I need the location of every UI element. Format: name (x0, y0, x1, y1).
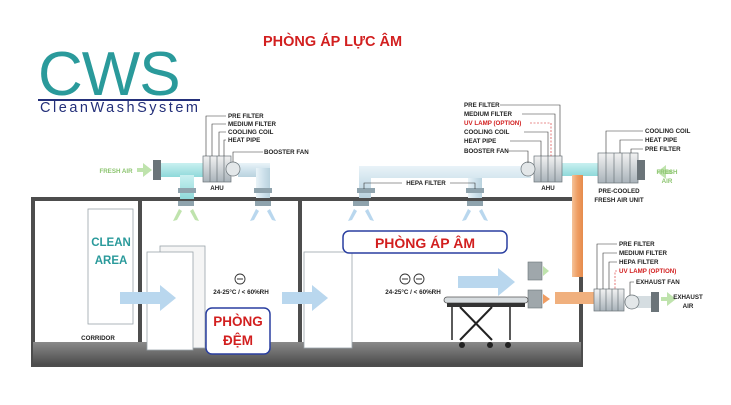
left-down-duct (180, 175, 194, 199)
fresh-air-unit-leaders (605, 130, 643, 153)
buffer-pressure-icon (234, 273, 246, 285)
fresh-air-unit-comp-3: PRE FILTER (645, 146, 681, 153)
buffer-room-label-2: ĐỆM (223, 333, 253, 348)
airflow-arrow-negative (458, 268, 515, 296)
left-supply-duct-v (256, 168, 270, 198)
exhaust-air-arrow (661, 292, 676, 306)
right-booster-fan-label: BOOSTER FAN (464, 148, 509, 155)
fresh-air-unit-comp-2: HEAT PIPE (645, 137, 677, 144)
right-ahu-leaders (500, 104, 561, 163)
right-fresh-air-arrow (657, 165, 672, 179)
exhaust-air-label-2: AIR (683, 303, 694, 310)
left-ahu-comp-4: HEAT PIPE (228, 137, 260, 144)
airflow-arrow-corridor (120, 285, 176, 311)
wall-2 (298, 199, 302, 365)
logo-letters: CWS (38, 40, 180, 109)
airflow-arrow-buffer (282, 285, 328, 311)
supply-diffuser-negative-2 (462, 201, 488, 221)
fresh-air-unit-name-2: FRESH AIR UNIT (594, 197, 643, 204)
left-fresh-air-label: FRESH AIR (99, 168, 133, 175)
hepa-supply-duct (359, 166, 531, 198)
right-ahu-uv-leader (530, 122, 552, 156)
supply-diffuser-buffer-2 (250, 201, 276, 221)
left-booster-fan-label: BOOSTER FAN (264, 149, 309, 156)
left-fresh-air-arrow (137, 163, 152, 177)
right-ahu-comp-5: HEAT PIPE (464, 138, 496, 145)
fresh-air-unit-name-1: PRE-COOLED (598, 188, 640, 195)
buffer-condition: 24-25°C / < 60%RH (213, 288, 269, 296)
right-ahu (520, 155, 563, 183)
fresh-air-unit-comp-1: COOLING COIL (645, 128, 691, 135)
exhaust-duct-h (555, 292, 597, 304)
exhaust-unit-uv-leader (614, 270, 617, 289)
left-duct-flange-2 (178, 188, 196, 193)
exhaust-unit-comp-3: HEPA FILTER (619, 259, 659, 266)
right-ahu-comp-2: MEDIUM FILTER (464, 111, 513, 118)
cws-logo: CWS CleanWashSystem (38, 40, 200, 116)
supply-diffuser-buffer (173, 201, 199, 221)
negative-condition: 24-25°C / < 60%RH (385, 288, 441, 296)
right-fresh-air-label-1: FRESH (657, 169, 679, 176)
left-ahu-label: AHU (210, 185, 224, 192)
patient-bed-icon (443, 296, 529, 348)
logo-underline (38, 99, 200, 101)
exhaust-unit-comp-1: PRE FILTER (619, 241, 655, 248)
hepa-leaders (363, 182, 476, 189)
exhaust-duct (572, 175, 583, 277)
exhaust-grille-upper (527, 261, 549, 281)
buffer-room-label-box (205, 307, 271, 355)
corridor-label: CORRIDOR (81, 335, 115, 342)
negative-room-label-box (342, 230, 508, 254)
right-fresh-air-label-2: AIR (662, 178, 673, 185)
left-ahu-leaders (205, 115, 263, 162)
hepa-flange-1 (357, 188, 375, 193)
supply-diffuser-negative-1 (348, 201, 374, 221)
hepa-flange-2 (466, 188, 484, 193)
left-ahu-comp-3: COOLING COIL (228, 129, 274, 136)
left-ahu (202, 155, 241, 183)
logo-tagline: CleanWashSystem (40, 100, 198, 116)
left-ahu-comp-2: MEDIUM FILTER (228, 121, 277, 128)
exhaust-grille-lower (527, 289, 550, 309)
exhaust-unit-comp-5: EXHAUST FAN (636, 279, 680, 286)
exhaust-unit-leaders (596, 243, 634, 295)
wall-1 (138, 199, 142, 365)
right-fresh-air-duct (560, 163, 600, 176)
clean-area-door (87, 208, 134, 325)
hepa-filter-label: HEPA FILTER (406, 180, 446, 187)
negative-pressure-icon (399, 273, 425, 285)
right-ahu-comp-1: PRE FILTER (464, 102, 500, 109)
clean-area-label-2: AREA (95, 255, 128, 267)
left-duct-flange (254, 188, 272, 193)
clean-area-label-1: CLEAN (91, 237, 131, 249)
right-ahu-comp-4: COOLING COIL (464, 129, 510, 136)
fresh-air-unit (597, 152, 645, 184)
exhaust-air-label-1: EXHAUST (673, 294, 703, 301)
buffer-room-label-1: PHÒNG (213, 314, 263, 329)
right-ahu-label: AHU (541, 185, 555, 192)
left-fresh-air-damper (153, 160, 161, 180)
negative-room-label: PHÒNG ÁP ÂM (375, 234, 475, 251)
left-fresh-air-duct (160, 163, 206, 177)
left-ahu-comp-1: PRE FILTER (228, 113, 264, 120)
exhaust-unit-comp-4: UV LAMP (OPTION) (619, 268, 676, 275)
exhaust-unit-comp-2: MEDIUM FILTER (619, 250, 668, 257)
right-ahu-comp-3: UV LAMP (OPTION) (464, 120, 521, 127)
page-title: PHÒNG ÁP LỰC ÂM (263, 32, 402, 50)
